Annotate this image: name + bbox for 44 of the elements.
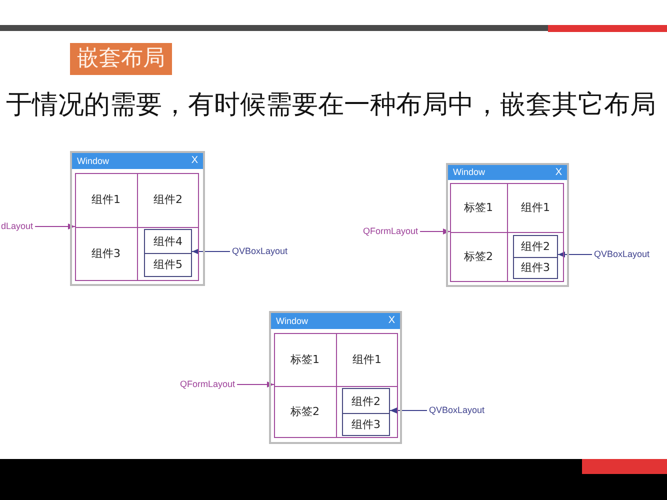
leader-arrow	[236, 382, 274, 388]
leader-arrow	[558, 252, 592, 258]
window-frame	[70, 151, 205, 286]
leader-arrow	[192, 248, 230, 254]
grid-layout-box	[75, 173, 199, 281]
widget-label: 标签2	[290, 405, 320, 419]
vbox-layout-box	[342, 388, 390, 436]
leader-arrow	[390, 408, 428, 414]
widget-label: 组件3	[92, 247, 120, 261]
widget-label: 组件1	[92, 193, 120, 207]
widget-cell: 组件4	[145, 230, 191, 254]
window-title: Window	[276, 315, 308, 328]
widget-cell: 组件2	[343, 389, 389, 414]
callout-label: QVBoxLayout	[232, 245, 288, 257]
window-title: Window	[453, 166, 486, 179]
leader-arrow	[420, 228, 450, 234]
widget-label: 标签1	[290, 352, 320, 366]
widget-cell: 组件2	[514, 236, 557, 258]
callout-label: QFormLayout	[180, 378, 236, 390]
window-frame	[446, 163, 569, 287]
window-title: Window	[77, 155, 110, 168]
widget-label: 组件1	[521, 200, 550, 214]
vbox-layout-box	[144, 229, 192, 277]
grid-layout-box	[450, 183, 564, 282]
widget-label: 标签2	[464, 250, 493, 264]
widget-label: 组件1	[352, 352, 382, 366]
grid-layout-box	[274, 333, 398, 438]
callout-label: dLayout	[1, 220, 34, 232]
callout-label: QFormLayout	[363, 225, 418, 237]
widget-label: 组件2	[154, 193, 182, 207]
close-label: X	[388, 314, 395, 328]
title-banner: 嵌套布局	[70, 43, 172, 75]
window-frame	[269, 311, 402, 444]
vbox-layout-box	[513, 235, 558, 279]
close-label: X	[555, 166, 562, 180]
callout-label: QVBoxLayout	[429, 404, 485, 416]
widget-label: 组件3	[352, 418, 380, 432]
callout-label: QVBoxLayout	[594, 248, 650, 260]
close-label: X	[191, 154, 198, 168]
widget-label: 组件3	[521, 261, 550, 275]
intro-text: 于情况的需要，有时候需要在一种布局中，嵌套其它布局	[6, 89, 656, 122]
widget-label: 组件5	[154, 258, 182, 272]
leader-arrow	[34, 224, 76, 230]
widget-label: 标签1	[464, 200, 493, 214]
